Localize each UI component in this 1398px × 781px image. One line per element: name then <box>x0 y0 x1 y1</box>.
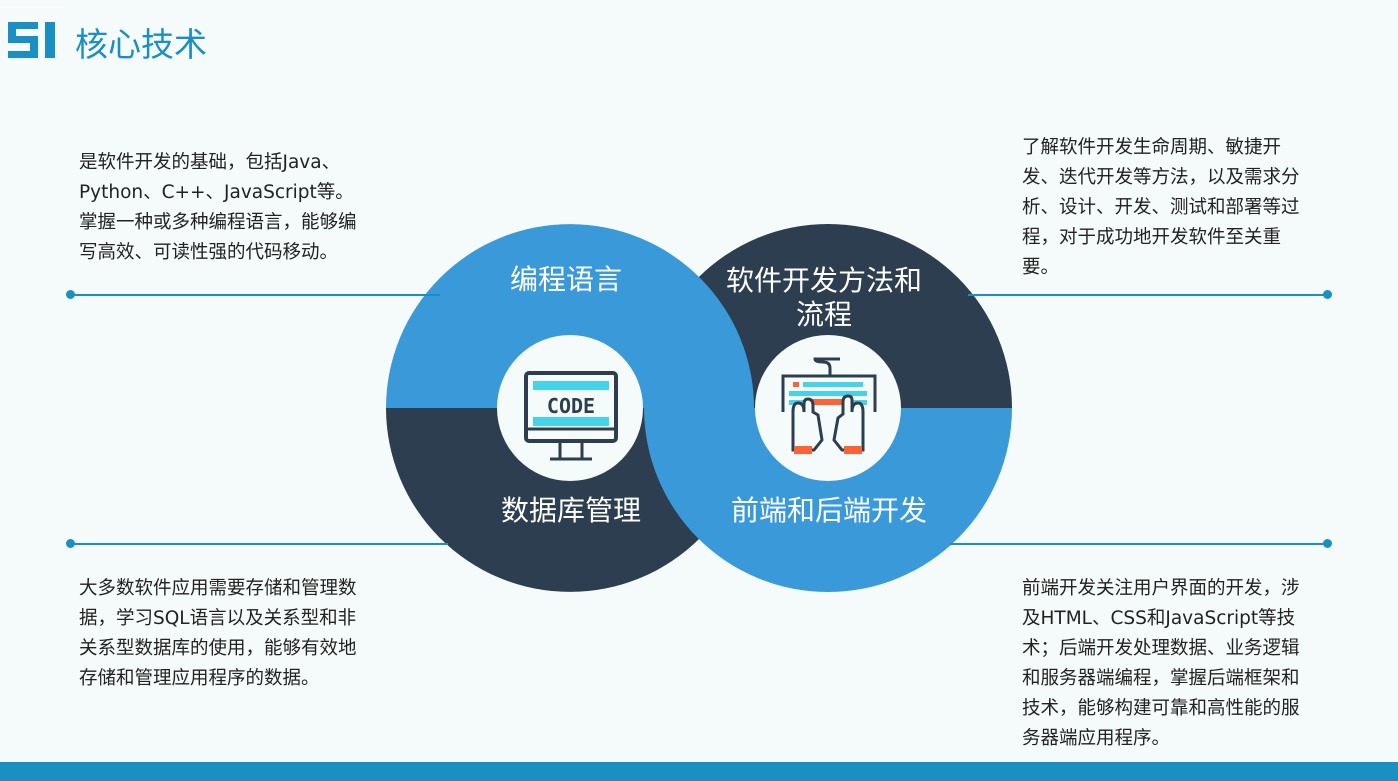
quadrant-frontend-backend <box>644 408 1012 592</box>
section-title-methods: 软件开发方法和流程 <box>725 264 922 331</box>
description-database: 大多数软件应用需要存储和管理数据，学习SQL语言以及关系型和非关系型数据库的使用… <box>79 578 357 689</box>
keyboard-typing-icon <box>781 357 877 454</box>
description-methods: 了解软件开发生命周期、敏捷开发、迭代开发等方法，以及需求分析、设计、开发、测试和… <box>1022 137 1300 278</box>
description-frontend-backend: 前端开发关注用户界面的开发，涉及HTML、CSS和JavaScript等技术；后… <box>1022 578 1300 749</box>
top-rule <box>0 6 63 8</box>
svg-text:CODE: CODE <box>547 394 595 418</box>
quadrant-programming <box>386 224 754 408</box>
connector-line <box>70 543 448 545</box>
connector-line <box>968 294 1328 296</box>
description-programming: 是软件开发的基础，包括Java、Python、C++、JavaScript等。掌… <box>79 152 357 263</box>
code-monitor-icon: CODE <box>524 371 618 461</box>
section-title-database: 数据库管理 <box>500 494 641 527</box>
footer-bar <box>0 762 1398 781</box>
section-title-programming: 编程语言 <box>509 263 622 296</box>
connector-line <box>70 294 440 296</box>
section-title-frontend-backend: 前端和后端开发 <box>730 494 927 527</box>
connector-line <box>950 543 1328 545</box>
logo-icon <box>8 22 55 58</box>
page-title: 核心技术 <box>75 25 207 64</box>
